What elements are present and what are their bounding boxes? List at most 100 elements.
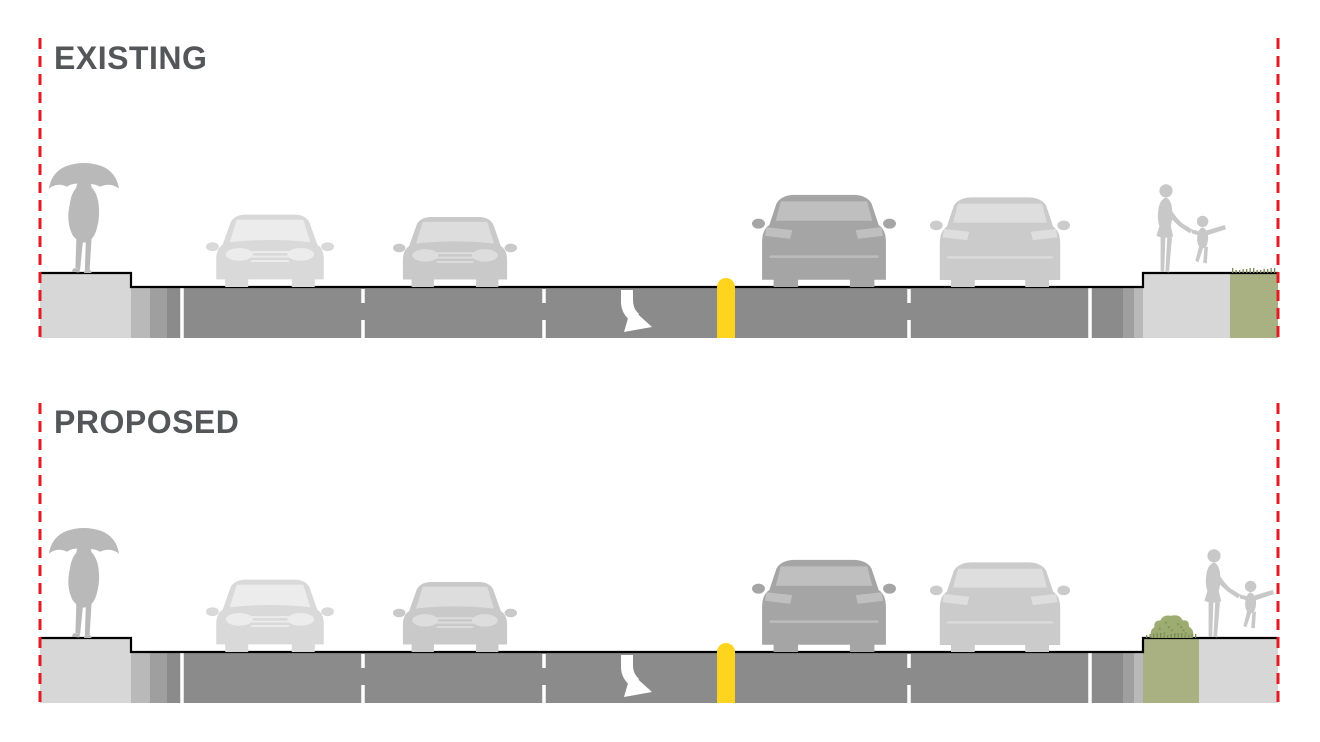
car-grille-line [250, 260, 290, 263]
existing-lane-line-dash [542, 320, 546, 338]
car-mirror [504, 608, 517, 618]
car-taillight [764, 227, 793, 239]
car-mirror [393, 243, 406, 253]
car-windshield [415, 221, 495, 244]
grass-blade [1246, 269, 1248, 273]
car-windshield [415, 586, 495, 609]
child-leg [1243, 611, 1252, 628]
car-taillight [1030, 228, 1058, 241]
grass-blade [1188, 635, 1190, 638]
child-leg [1251, 611, 1256, 629]
proposed-car-rear-4 [930, 562, 1070, 652]
car-bumper-line [769, 255, 879, 258]
proposed-grass [1146, 633, 1197, 638]
proposed-left-gutter-outer [131, 652, 150, 703]
bush-speckle [1179, 626, 1183, 629]
proposed-bush [1150, 615, 1194, 638]
car-rear-window [775, 566, 873, 586]
bush-speckle [1167, 626, 1171, 629]
pedestrian-leg [84, 603, 92, 636]
car-mirror [393, 608, 406, 618]
bush-speckle [1170, 629, 1174, 632]
grass-blade [1274, 268, 1276, 273]
grass-blade [1174, 634, 1176, 638]
bush-speckle [1182, 629, 1185, 632]
existing-left-gutter-outer [131, 287, 150, 338]
car-grille-line [250, 616, 290, 619]
existing-right-sidewalk [1143, 273, 1230, 338]
car-mirror [752, 218, 765, 229]
proposed-right-gutter-outer [1134, 652, 1143, 703]
grass-blade [1184, 635, 1186, 638]
proposed-lane-line-dash [361, 654, 365, 668]
proposed-adult-with-child [1204, 549, 1274, 638]
car-mirror [206, 242, 219, 252]
car-windshield [229, 219, 311, 243]
grass-blade [1195, 634, 1197, 638]
car-bumper-line [769, 620, 879, 623]
proposed-lane-line-dash [361, 685, 365, 703]
proposed-car-front-1 [206, 579, 334, 652]
existing-car-rear-3 [752, 194, 896, 287]
existing-lane-line-solid [180, 288, 184, 338]
proposed-left-sidewalk [40, 638, 131, 703]
adult-arm [1214, 573, 1240, 599]
adult-head [1207, 549, 1221, 563]
car-headlight [225, 247, 253, 261]
car-mirror [321, 242, 334, 252]
grass-blade [1191, 634, 1193, 638]
existing-car-rear-4 [930, 197, 1070, 287]
child-body [1245, 592, 1257, 614]
car-mirror [504, 243, 517, 253]
proposed-lane-line-dash [907, 654, 911, 668]
car-headlight [412, 614, 439, 627]
bush-foliage [1150, 615, 1194, 638]
existing-roadway [167, 287, 1123, 338]
adult-body [1204, 562, 1222, 603]
car-rear-window [953, 568, 1047, 588]
proposed-car-rear-3 [752, 559, 896, 652]
car-taillight [942, 228, 970, 241]
car-grille-line [436, 617, 474, 620]
grass-blade [1260, 270, 1262, 273]
existing-lane-line-dash [907, 320, 911, 338]
child-head [1244, 580, 1257, 593]
car-mirror [930, 220, 943, 231]
car-headlight [471, 249, 498, 262]
proposed-right-planting-strip [1143, 638, 1199, 703]
car-grille-line [250, 625, 290, 628]
pedestrian-foot [71, 268, 81, 273]
grass-blade [1156, 633, 1158, 638]
grass-blade [1181, 633, 1183, 638]
proposed-right-gutter-inner [1123, 652, 1134, 703]
car-taillight [1030, 593, 1058, 606]
car-grille-line [436, 260, 474, 263]
grass-blade [1146, 635, 1148, 638]
existing-lane-line-solid [1088, 288, 1092, 338]
grass-blade [1235, 270, 1237, 273]
grass-blade [1256, 270, 1258, 273]
existing-panel [38, 38, 1280, 338]
pedestrian-leg [75, 238, 83, 270]
child-arm [1206, 225, 1226, 236]
grass-blade [1232, 268, 1234, 273]
grass-blade [1153, 634, 1155, 638]
pedestrian-foot [71, 633, 81, 638]
grass-blade [1267, 269, 1269, 273]
grass-blade [1263, 269, 1265, 273]
proposed-roadway [167, 652, 1123, 703]
pedestrian-leg [84, 238, 92, 271]
car-taillight [764, 592, 793, 604]
car-grille-line [436, 625, 474, 628]
bush-speckle [1184, 632, 1188, 635]
proposed-lane-line-solid [180, 653, 184, 703]
grass-blade [1249, 268, 1251, 273]
existing-lane-line-dash [542, 289, 546, 303]
grass-blade [1177, 633, 1179, 638]
pedestrian-leg [75, 603, 83, 635]
pedestrian-foot [83, 270, 92, 273]
proposed-turn-arrow-marking [621, 655, 652, 697]
bush-speckle [1163, 632, 1166, 635]
proposed-lane-line-dash [542, 685, 546, 703]
car-headlight [412, 249, 439, 262]
